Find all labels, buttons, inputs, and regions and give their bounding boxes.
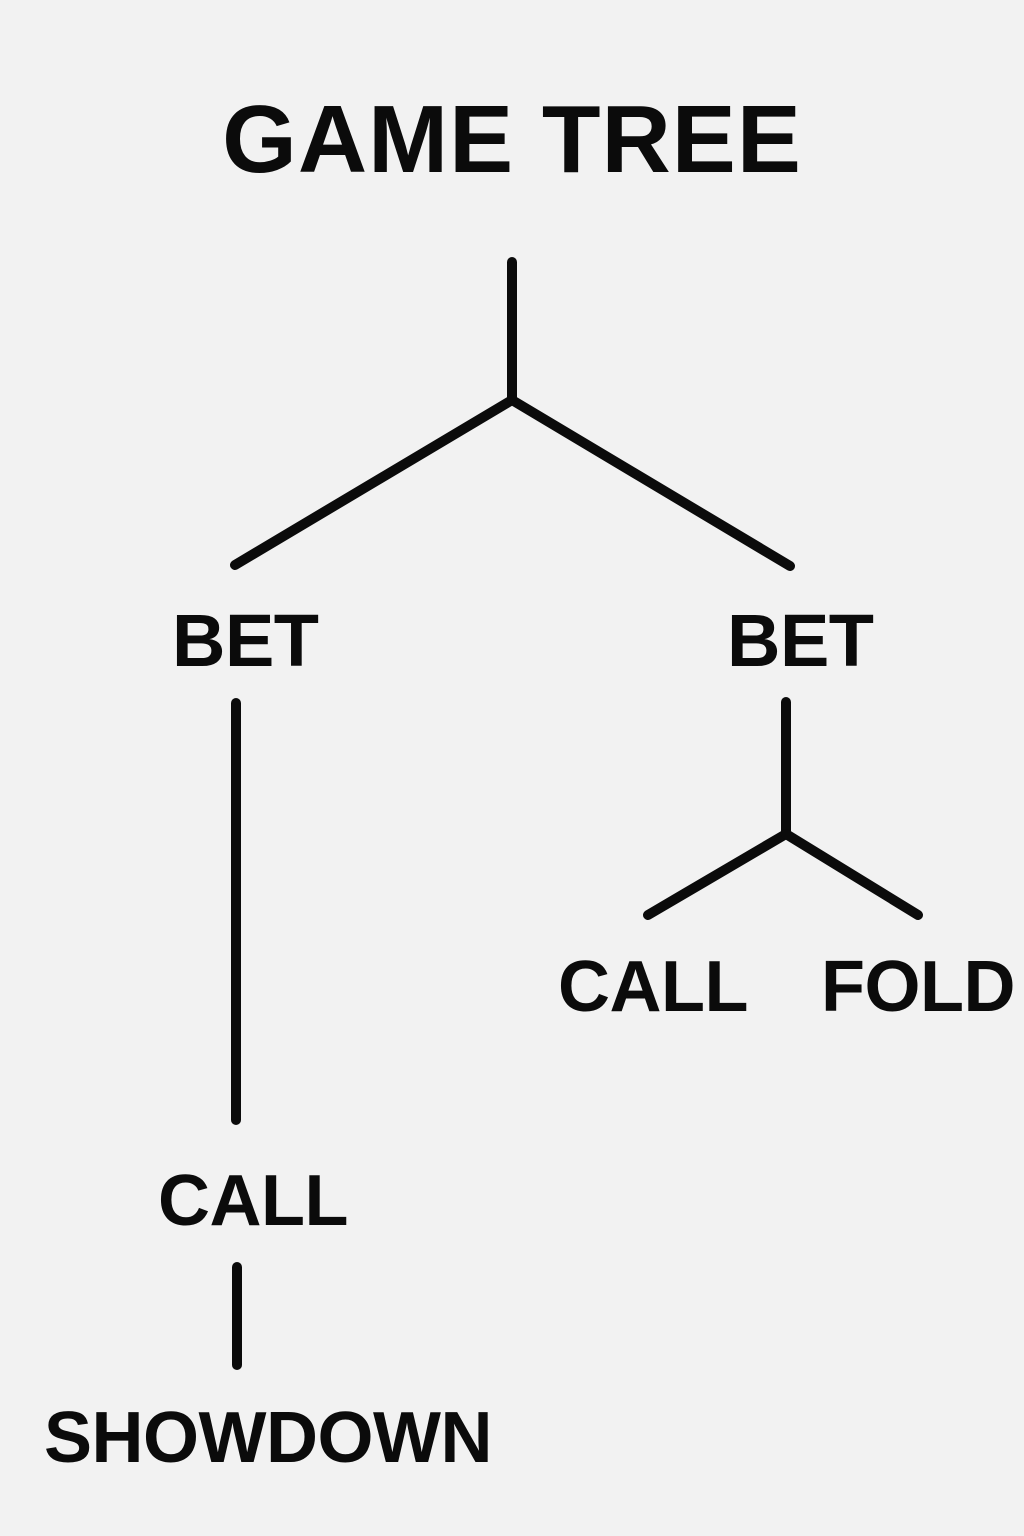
node-showdown: SHOWDOWN	[44, 1398, 492, 1478]
node-fold-right: FOLD	[821, 947, 1015, 1027]
edge-root-to-bet-right	[507, 395, 795, 571]
node-call-left: CALL	[158, 1161, 348, 1241]
page-title: GAME TREE	[222, 86, 802, 193]
node-call-right: CALL	[558, 947, 748, 1027]
edge-bet-right-to-call	[643, 829, 791, 920]
edge-root-to-bet-left	[230, 395, 517, 570]
edge-bet-right-to-fold	[781, 829, 923, 920]
node-bet-right: BET	[727, 599, 874, 682]
node-bet-left: BET	[172, 599, 319, 682]
